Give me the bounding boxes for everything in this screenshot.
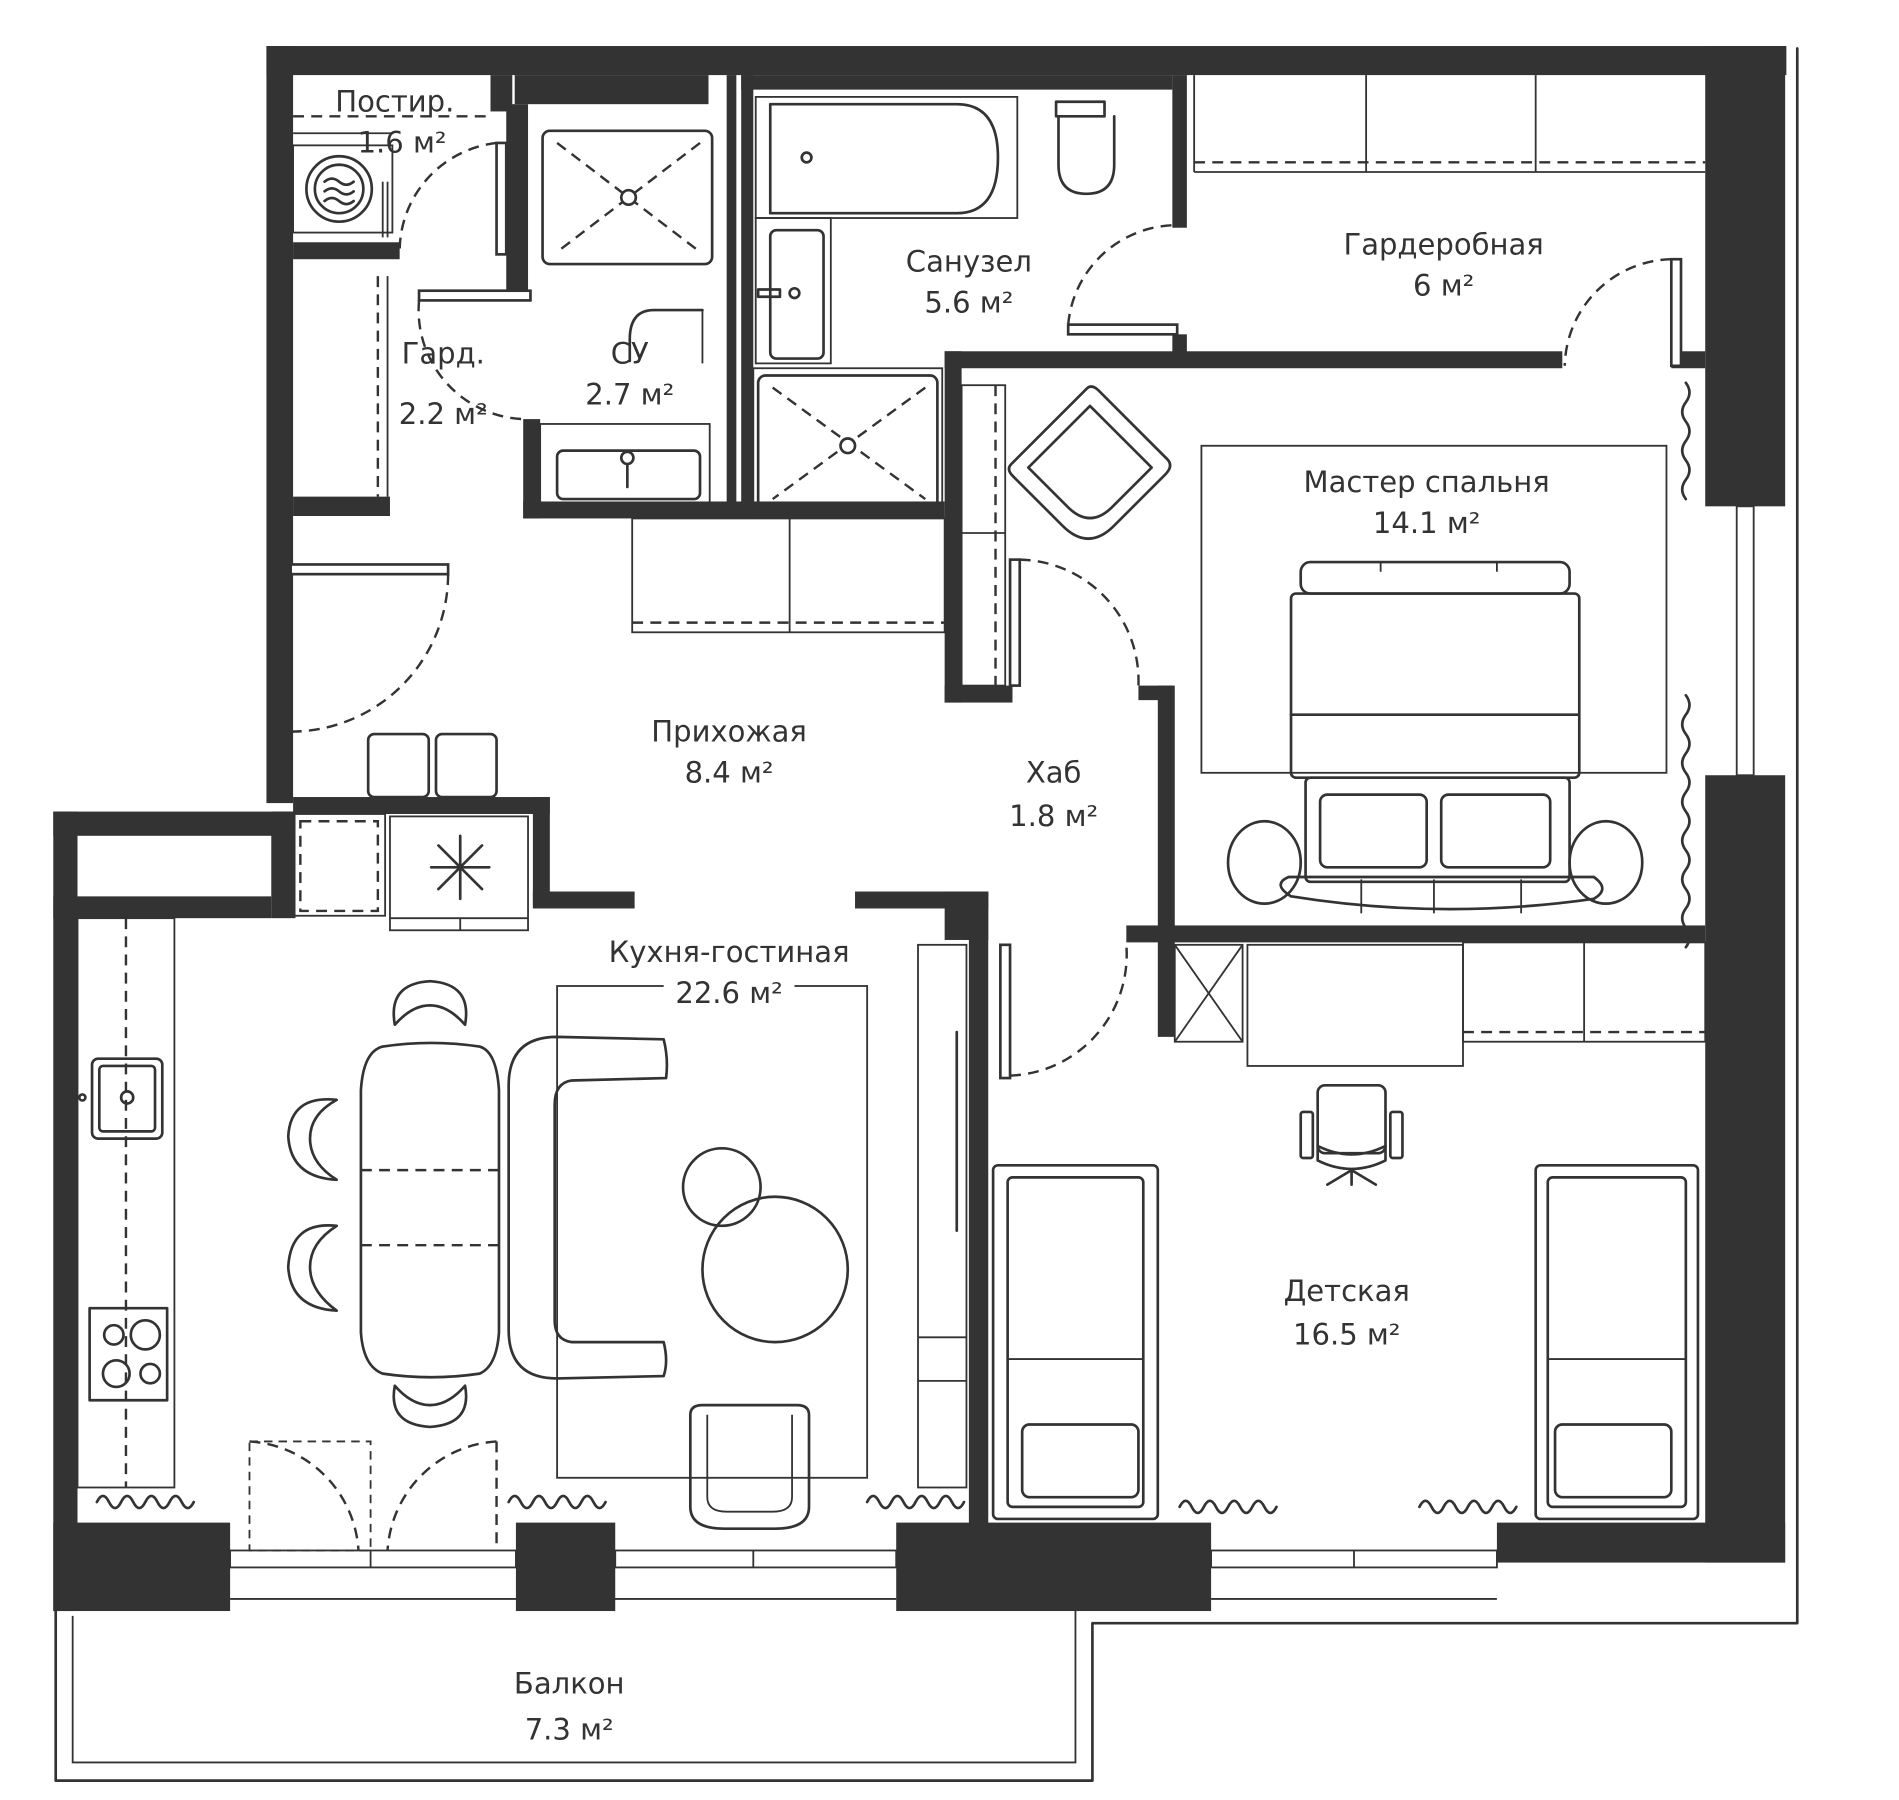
radiator-icon (1680, 693, 1691, 949)
door-swing-icon (398, 141, 497, 252)
entrance-door-frame (282, 563, 292, 735)
room-name-bathroom: Санузел (906, 244, 1032, 278)
room-name-walk-in-wardrobe: Гардеробная (1343, 227, 1543, 261)
laundry-fixtures (292, 115, 491, 238)
washing-machine-icon (305, 154, 374, 224)
room-name-hub: Хаб (1026, 756, 1082, 790)
door-leaf (289, 563, 450, 576)
room-area-small-wardrobe: 2.2 м² (399, 397, 488, 431)
room-name-kitchen-living: Кухня-гостиная (609, 935, 850, 969)
room-name-hall: Прихожая (651, 714, 807, 748)
balcony-door-left (248, 1440, 372, 1552)
side-table-icon (681, 1146, 762, 1228)
office-chair-icon (1299, 1083, 1404, 1186)
door-swing-icon (1010, 944, 1128, 1077)
room-name-kids-room: Детская (1284, 1274, 1410, 1308)
coffee-table-icon (701, 1195, 850, 1344)
refrigerator-icon (917, 943, 968, 1489)
wardrobe-icon (1462, 941, 1707, 1043)
armchair-icon (1007, 385, 1172, 540)
radiator-icon (865, 1494, 966, 1510)
walls (53, 46, 1787, 1612)
pouf-icon (366, 732, 431, 799)
shower-icon (541, 129, 714, 266)
room-labels: Постир. 1.6 м² Гард. 2.2 м² СУ 2.7 м² Са… (335, 84, 1549, 1746)
door-leaf (417, 289, 532, 302)
room-area-walk-in-wardrobe: 6 м² (1413, 269, 1474, 303)
wardrobe-icon (631, 517, 946, 634)
room-area-hall: 8.4 м² (685, 756, 774, 790)
door-swing-icon (1019, 558, 1140, 686)
door-leaf (999, 943, 1012, 1080)
room-area-kitchen-living: 22.6 м² (675, 976, 782, 1010)
door-swing-icon (249, 1440, 360, 1551)
door-swing-icon (1066, 224, 1173, 325)
room-name-laundry: Постир. (335, 84, 454, 118)
radiator-icon (507, 1494, 607, 1510)
cooktop-icon (88, 1306, 169, 1402)
entrance-door-swing-icon (290, 574, 450, 733)
toilet-icon (628, 308, 704, 364)
hub-fixtures (999, 943, 1128, 1080)
dining-table-icon (359, 1041, 501, 1379)
armchair-icon (688, 1403, 811, 1530)
radiator-icon (1418, 1499, 1518, 1515)
wardrobe-icon (960, 384, 1007, 687)
sofa-icon (507, 1035, 669, 1380)
door-leaf (1008, 558, 1022, 687)
desk-icon (1246, 943, 1464, 1067)
room-area-kids-room: 16.5 м² (1293, 1318, 1400, 1352)
kids-room-fixtures (991, 941, 1707, 1521)
room-name-small-wardrobe: Гард. (402, 336, 485, 370)
door-leaf (495, 141, 508, 256)
double-bed-icon (1279, 560, 1604, 914)
door-swing-icon (386, 1440, 497, 1551)
toilet-icon (1054, 100, 1116, 196)
bathtub-icon (754, 95, 1019, 219)
door-leaf (1669, 257, 1683, 368)
nightstand-icon (1226, 819, 1303, 905)
radiator-icon (1178, 1499, 1278, 1515)
dining-chair-icon (286, 979, 468, 1429)
boiler-icon (389, 815, 529, 932)
room-area-balcony: 7.3 м² (525, 1712, 614, 1746)
room-area-wc: 2.7 м² (585, 378, 674, 412)
pouf-icon (434, 732, 498, 799)
sink-icon (754, 217, 832, 365)
sink-icon (539, 423, 711, 505)
radiator-icon (1680, 381, 1691, 501)
room-name-master-bedroom: Мастер спальня (1304, 465, 1550, 499)
single-bed-icon (1534, 1163, 1700, 1521)
nightstand-icon (1568, 819, 1644, 905)
door-leaf (1066, 323, 1179, 336)
balcony-outline (54, 47, 1799, 1782)
room-name-balcony: Балкон (514, 1666, 625, 1700)
room-area-master-bedroom: 14.1 м² (1373, 506, 1480, 540)
hall-fixtures (282, 517, 946, 799)
room-area-hub: 1.8 м² (1009, 799, 1098, 833)
bathroom-fixtures (752, 95, 1179, 515)
ventilation-shaft-icon (1173, 943, 1244, 1043)
kitchen-counter-icon (76, 917, 176, 1489)
kitchen-living-fixtures (76, 813, 968, 1552)
single-bed-icon (991, 1163, 1160, 1521)
small-wardrobe-fixtures (376, 141, 532, 497)
walk-in-wardrobe-fixtures (1193, 75, 1706, 368)
door-swing-icon (1563, 258, 1672, 366)
rug-icon (1200, 444, 1668, 774)
storage-cabinet-icon (292, 813, 387, 917)
radiator-icon (95, 1494, 196, 1510)
wc-fixtures (539, 129, 714, 505)
windows (229, 505, 1755, 1600)
shower-icon (752, 367, 944, 515)
room-area-bathroom: 5.6 м² (924, 286, 1013, 320)
room-area-laundry: 1.6 м² (358, 126, 447, 160)
room-name-wc: СУ (611, 336, 649, 370)
master-bedroom-fixtures (960, 381, 1691, 949)
kitchen-sink-icon (77, 1057, 164, 1140)
door-swing-icon (417, 300, 524, 421)
